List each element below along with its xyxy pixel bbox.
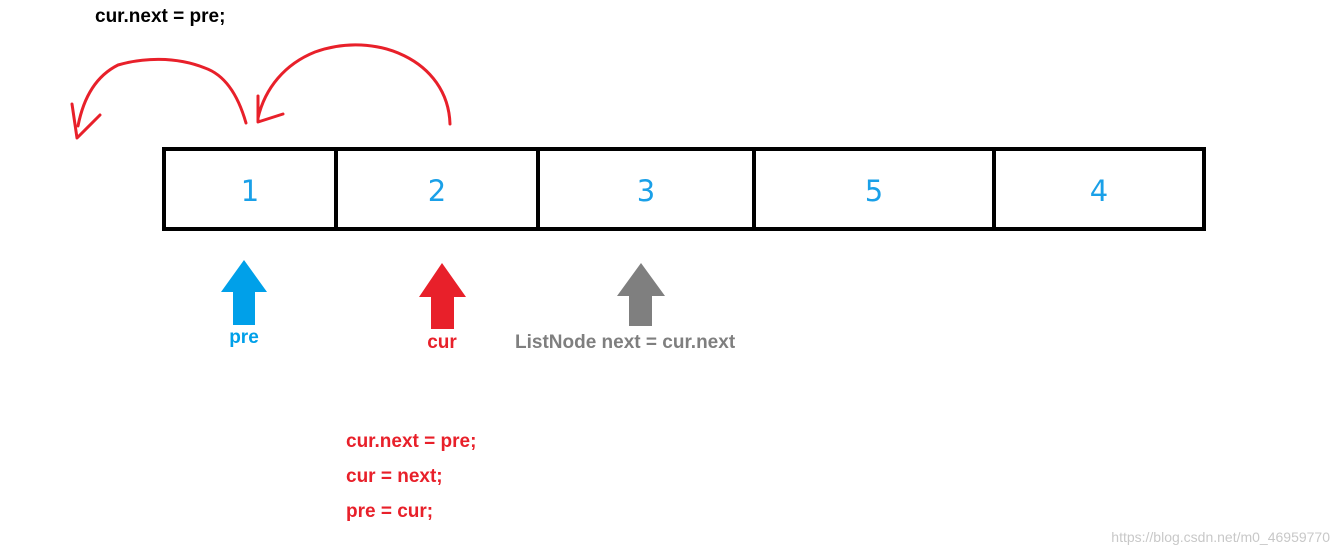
pre-label: pre — [229, 327, 259, 348]
cur-label: cur — [427, 332, 457, 353]
code-line-2: cur = next; — [346, 466, 443, 487]
pre-pointer-arrow — [221, 260, 267, 325]
page-title: cur.next = pre; — [95, 6, 226, 27]
next-pointer-arrow — [617, 263, 665, 326]
code-line-1: cur.next = pre; — [346, 431, 477, 452]
cur-pointer-arrow — [419, 263, 466, 329]
code-line-3: pre = cur; — [346, 501, 434, 522]
next-label: ListNode next = cur.next — [515, 332, 736, 353]
node-value: 1 — [240, 174, 260, 208]
node-value: 4 — [1089, 174, 1109, 208]
node-value: 3 — [636, 174, 656, 208]
watermark: https://blog.csdn.net/m0_46959770 — [1111, 529, 1330, 545]
list-node-1: 1 — [162, 147, 338, 231]
list-node-4: 5 — [752, 147, 996, 231]
list-node-5: 4 — [992, 147, 1206, 231]
node-value: 2 — [427, 174, 447, 208]
curve-arrow-pre-to-null — [76, 57, 248, 128]
list-node-3: 3 — [536, 147, 756, 231]
list-node-2: 2 — [334, 147, 540, 231]
curve-arrow-cur-to-pre — [256, 43, 452, 126]
curve-arrow-head-1 — [256, 94, 285, 124]
node-value: 5 — [864, 174, 884, 208]
curve-arrow-head-2 — [70, 102, 102, 140]
